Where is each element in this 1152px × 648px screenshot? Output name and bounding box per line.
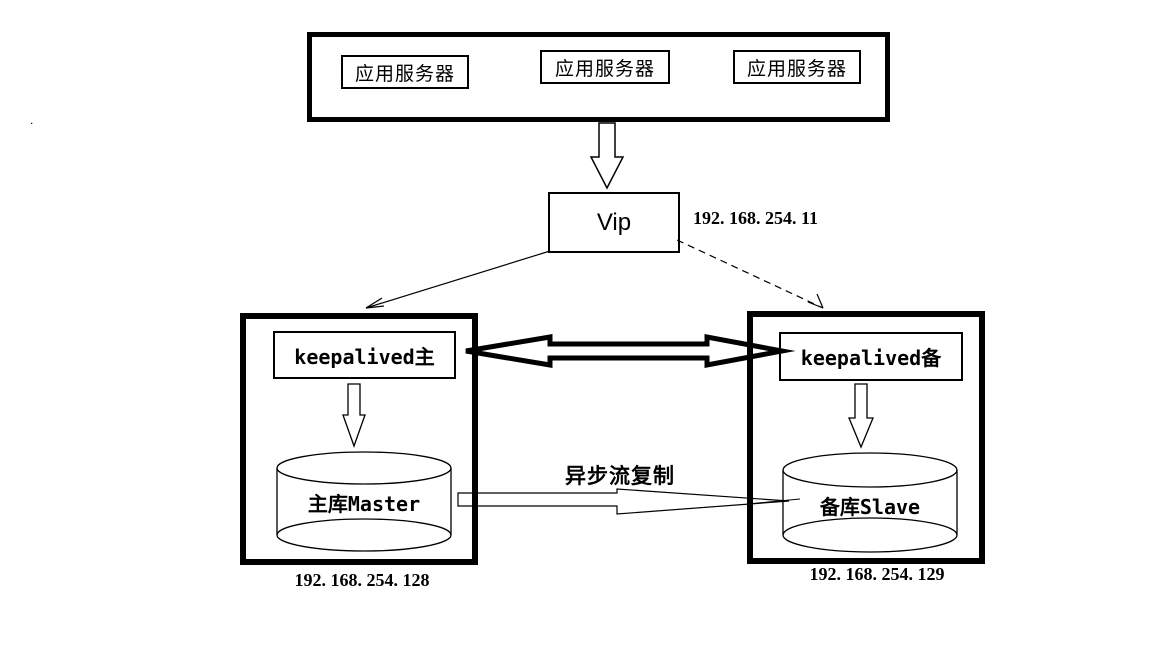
app-server-box-3: 应用服务器 bbox=[733, 50, 861, 84]
replication-arrow-icon bbox=[457, 488, 801, 515]
master-node-ip: 192. 168. 254. 128 bbox=[294, 570, 430, 590]
master-db-cylinder-icon bbox=[276, 451, 452, 552]
backup-node-ip: 192. 168. 254. 129 bbox=[809, 564, 945, 584]
keepalived-backup-label: keepalived备 bbox=[800, 346, 942, 370]
vip-label: Vip bbox=[596, 208, 632, 236]
slave-db-cylinder-icon bbox=[782, 452, 958, 553]
app-server-box-2: 应用服务器 bbox=[540, 50, 670, 84]
replication-label: 异步流复制 bbox=[565, 465, 675, 488]
slave-db-label: 备库Slave bbox=[819, 495, 921, 519]
master-db-label: 主库Master bbox=[307, 492, 421, 516]
arrow-down-to-slave-db-icon bbox=[848, 383, 874, 449]
vip-ip-address: 192. 168. 254. 11 bbox=[693, 208, 819, 228]
arrow-down-to-master-db-icon bbox=[342, 383, 366, 448]
app-server-label: 应用服务器 bbox=[746, 58, 847, 80]
vip-to-backup-dashed-line bbox=[676, 239, 824, 309]
keepalived-master-label: keepalived主 bbox=[294, 344, 435, 369]
app-server-label: 应用服务器 bbox=[354, 63, 455, 85]
vip-to-master-line bbox=[365, 250, 551, 309]
keepalived-heartbeat-double-arrow-icon bbox=[465, 333, 796, 369]
app-server-box-1: 应用服务器 bbox=[341, 55, 469, 89]
keepalived-backup-box: keepalived备 bbox=[779, 332, 963, 381]
keepalived-master-box: keepalived主 bbox=[273, 331, 456, 379]
backup-node-container bbox=[747, 311, 985, 564]
master-node-container bbox=[240, 313, 478, 565]
stray-dot-mark: . bbox=[30, 113, 34, 127]
vip-box: Vip bbox=[548, 192, 680, 253]
app-tier-container bbox=[307, 32, 890, 122]
arrow-down-to-vip-icon bbox=[589, 122, 625, 190]
app-server-label: 应用服务器 bbox=[554, 58, 655, 80]
